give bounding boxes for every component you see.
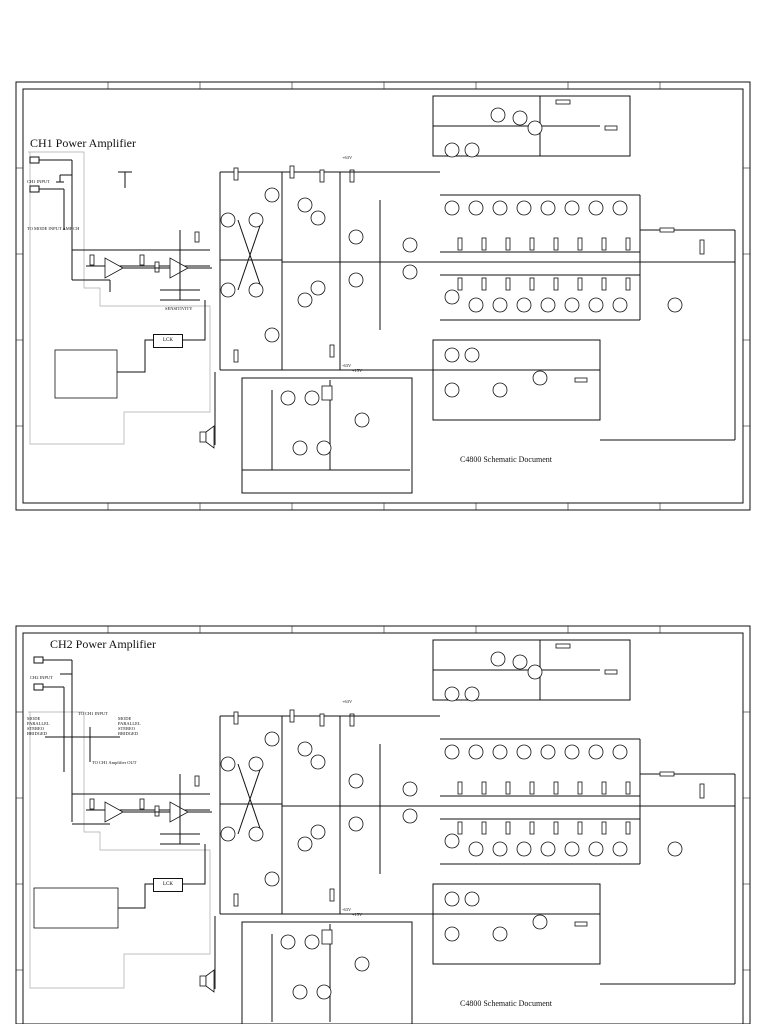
lck-wiring: [33, 844, 206, 929]
inner-frame: [22, 88, 744, 504]
pos-rail-label: +63V: [342, 155, 353, 160]
fan-control-block: [199, 372, 413, 494]
schematic-sheet-ch1: CH1 Power Amplifier C4800 Schematic Docu…: [15, 81, 751, 511]
output-label: TO CH1 Amplifier OUT: [92, 760, 137, 765]
input-region: [28, 151, 211, 445]
lck-block: LCK: [153, 878, 183, 892]
sheet-title: CH2 Power Amplifier: [50, 637, 156, 651]
top-protection: [432, 639, 631, 702]
pos-rail-label: +63V: [342, 699, 353, 704]
input-connector: [33, 656, 120, 822]
supply-rails: [282, 171, 735, 371]
input-region: [28, 711, 211, 989]
to-input-label: TO CH1 INPUT: [78, 711, 108, 716]
output-network: [600, 227, 736, 441]
input-connector: [29, 156, 132, 280]
outer-frame: [15, 625, 751, 1024]
schematic-sheet-ch2: CH2 Power Amplifier C4800 Schematic Docu…: [0, 512, 768, 1024]
lck-wiring: [54, 300, 206, 399]
output-bank-lower: [402, 195, 641, 321]
input-opamp-stage: [72, 774, 212, 845]
fan-control-block: [199, 916, 413, 1024]
output-network: [600, 771, 736, 985]
frame-ticks: [16, 82, 750, 510]
output-bank-upper: [402, 738, 640, 797]
schematic-drawing-ch2: [15, 625, 751, 1024]
frame-ticks: [16, 626, 750, 971]
bottom-protection: [432, 339, 601, 421]
driver-stage: [219, 709, 364, 915]
supply-rails: [282, 715, 735, 915]
to-input-amp-label: TO MODE INPUT AMP CH: [27, 226, 80, 231]
mode-left-label: MODE PARALLEL STEREO BRIDGED: [27, 716, 50, 736]
bottom-protection: [432, 883, 601, 965]
top-protection: [432, 95, 631, 158]
document-label: C4800 Schematic Document: [460, 999, 552, 1008]
driver-stage: [219, 165, 364, 371]
lck-block: LCK: [153, 334, 183, 348]
vcc-label: +15V: [352, 912, 363, 917]
sheet-title: CH1 Power Amplifier: [30, 136, 136, 150]
input-opamp-stage: [72, 230, 212, 301]
vcc-label: +15V: [352, 368, 363, 373]
outer-frame: [15, 81, 751, 511]
neg-rail-label: -63V: [342, 363, 352, 368]
document-label: C4800 Schematic Document: [460, 455, 552, 464]
inner-frame: [22, 632, 744, 1024]
output-bank-upper: [402, 194, 640, 253]
sensitivity-label: SENSITIVITY: [165, 306, 193, 311]
mode-right-label: MODE PARALLEL STEREO BRIDGED: [118, 716, 141, 736]
output-bank-lower: [402, 739, 641, 865]
input-label: CH1 INPUT: [27, 179, 50, 184]
neg-rail-label: -63V: [342, 907, 352, 912]
input-label: CH2 INPUT: [30, 675, 53, 680]
schematic-drawing-ch1: [15, 81, 751, 511]
